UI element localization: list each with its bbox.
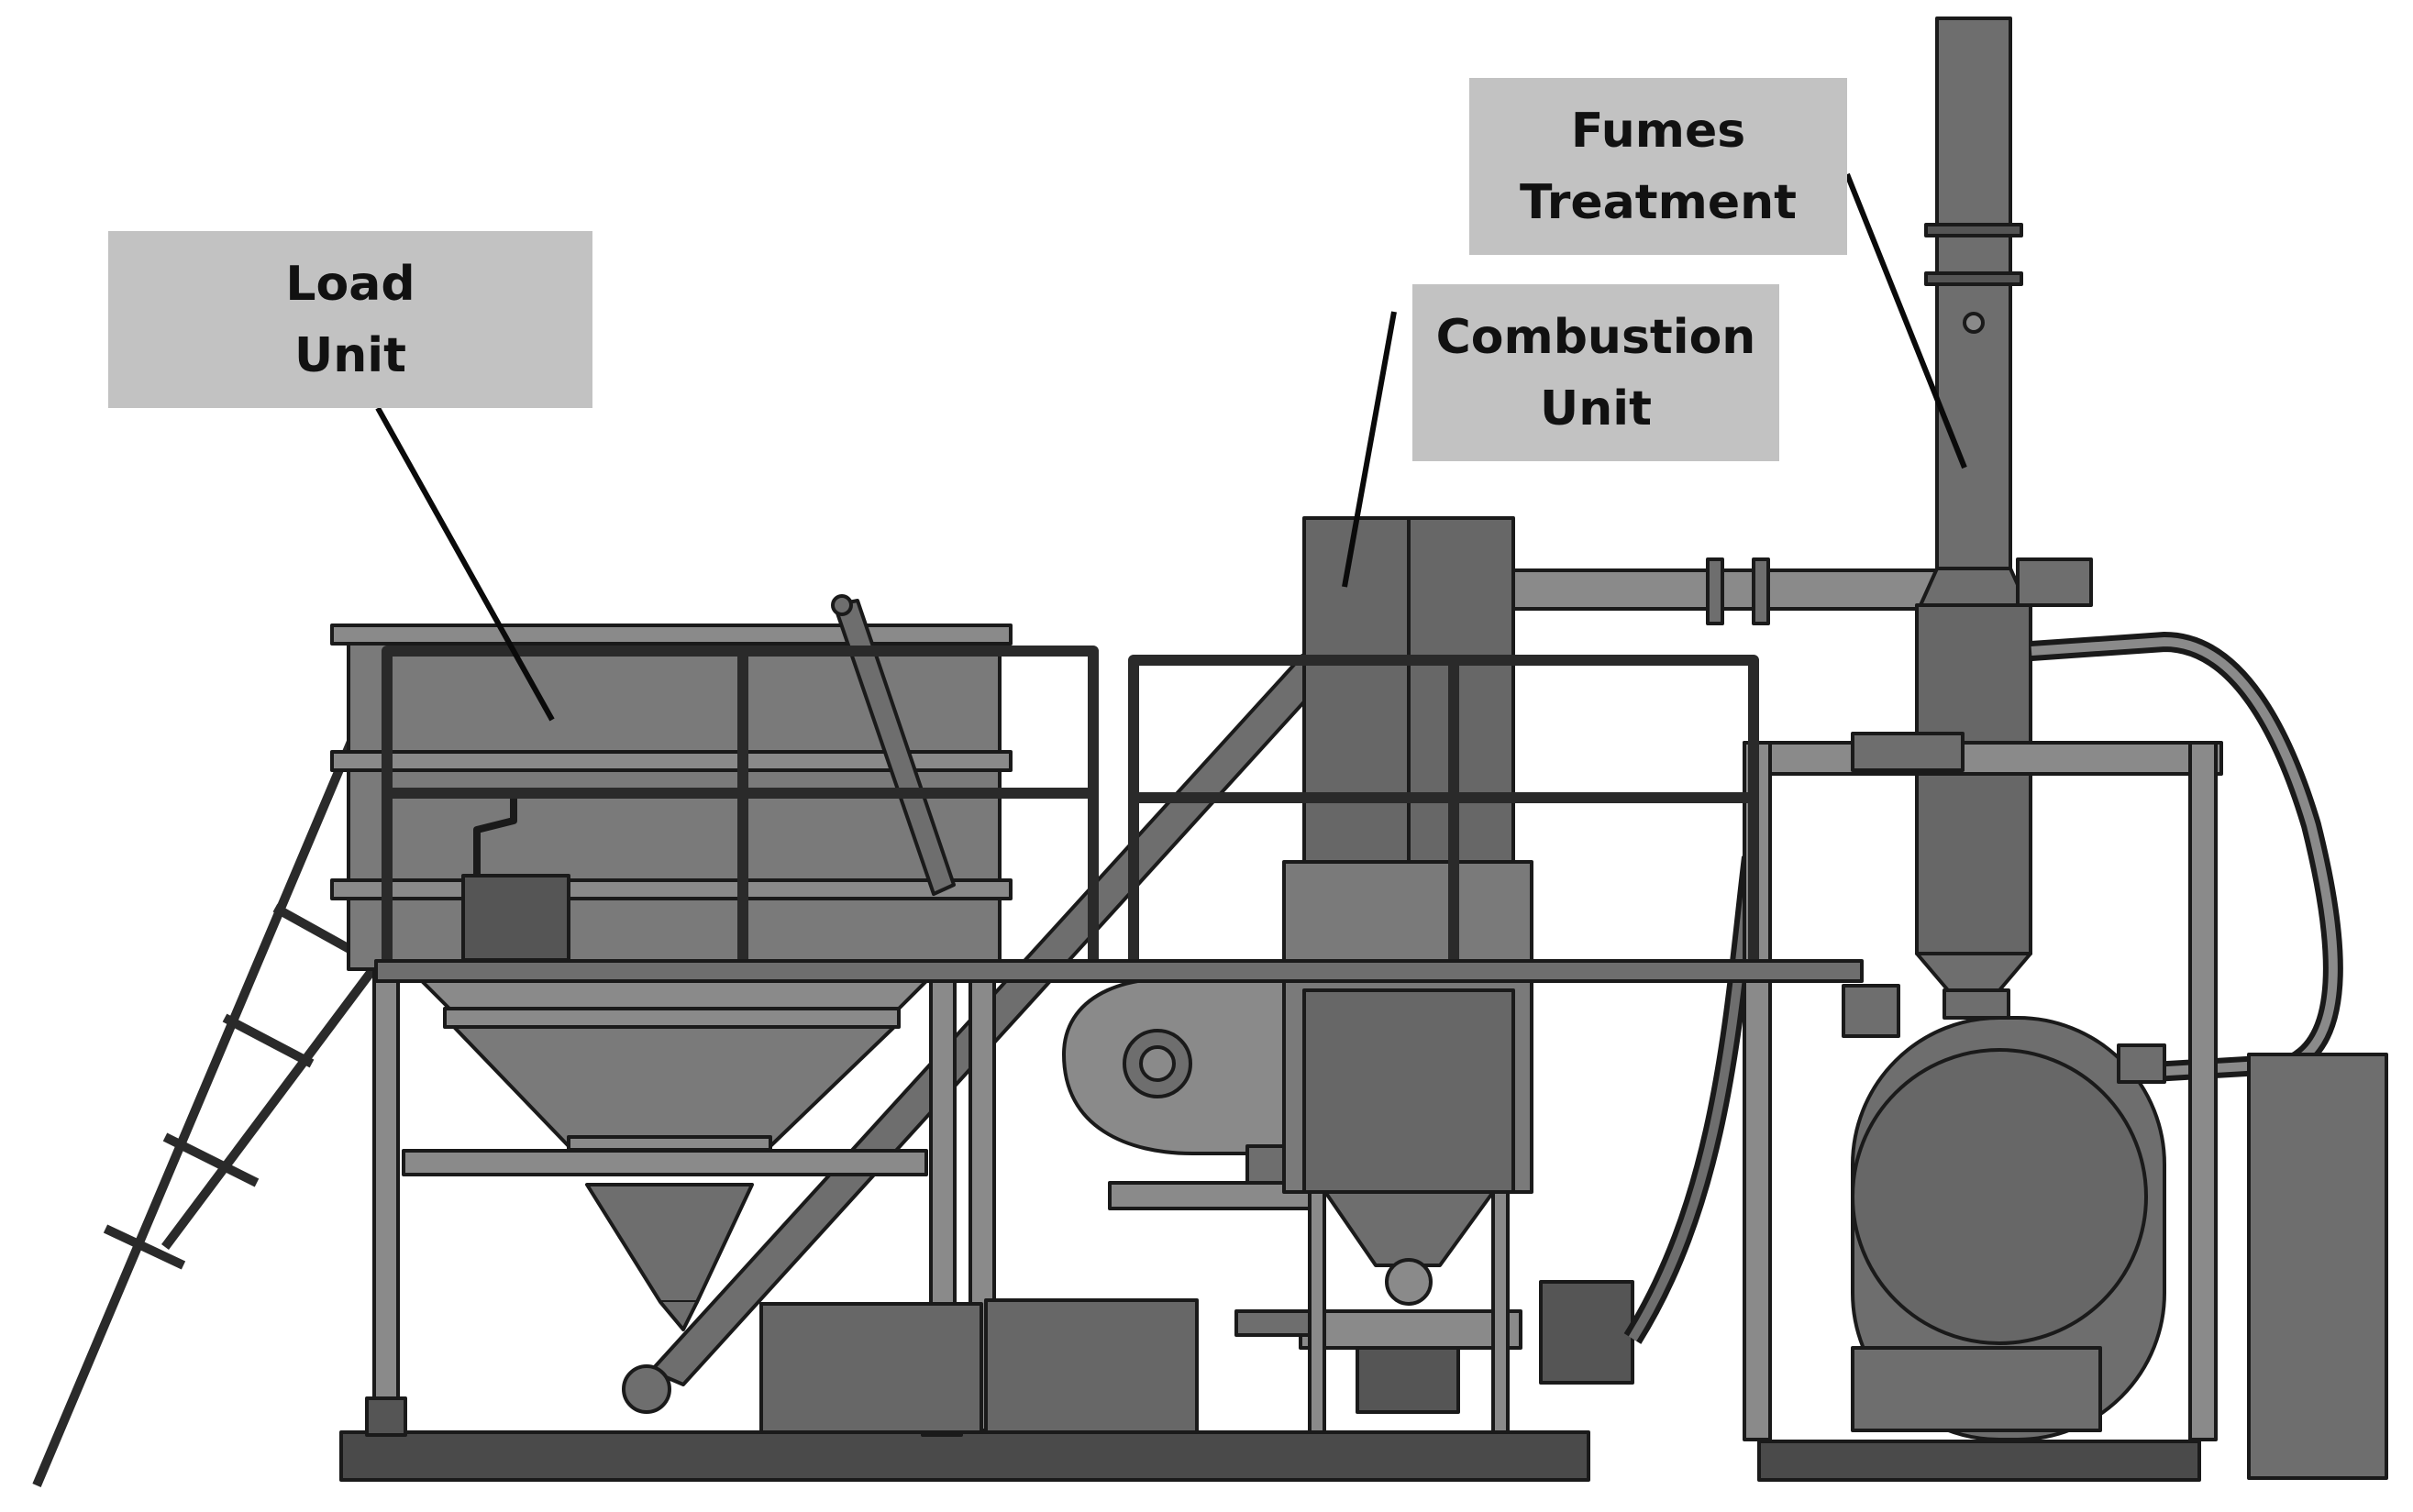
label-combustion-unit: Combustion Unit [1412, 284, 1779, 461]
label-fumes-treatment: Fumes Treatment [1469, 78, 1847, 255]
label-combustion-line2: Unit [1540, 381, 1652, 436]
label-load-unit: Load Unit [108, 231, 592, 408]
combustion-chamber [1234, 516, 1634, 1434]
leader-line-fumes [1844, 172, 1967, 469]
access-ladder [32, 677, 382, 1487]
handrail-load [382, 646, 1099, 981]
base-skid [339, 1430, 1590, 1482]
return-pipe [2031, 637, 2338, 1077]
hot-gas-duct [1511, 557, 1939, 625]
label-fumes-line1: Fumes [1570, 103, 1746, 159]
combustion-air-blower [1062, 977, 1313, 1210]
return-pipe [2031, 632, 2343, 1083]
fumes-support-frame [1743, 732, 2223, 1441]
control-panel [2247, 1053, 2388, 1480]
load-unit-tank [330, 624, 1013, 1331]
electrical-cabinet-2 [984, 1298, 1199, 1434]
handrail-combustion [1128, 655, 1759, 981]
fumes-base-skid [1757, 1440, 2201, 1482]
leader-line-load [375, 406, 555, 722]
label-load-line2: Unit [294, 327, 406, 383]
label-load-line1: Load [285, 256, 415, 312]
label-combustion-line1: Combustion [1435, 309, 1756, 365]
label-fumes-line2: Treatment [1520, 174, 1797, 230]
flexible-hose [1623, 855, 1762, 1344]
leader-line-combustion [1342, 311, 1397, 588]
fumes-treatment-stack [1915, 17, 2093, 1020]
scrubber-vessel [1842, 984, 2166, 1441]
electrical-cabinet-1 [759, 1302, 983, 1434]
walkway-platform [374, 959, 1864, 983]
load-support-frame [365, 970, 996, 1437]
